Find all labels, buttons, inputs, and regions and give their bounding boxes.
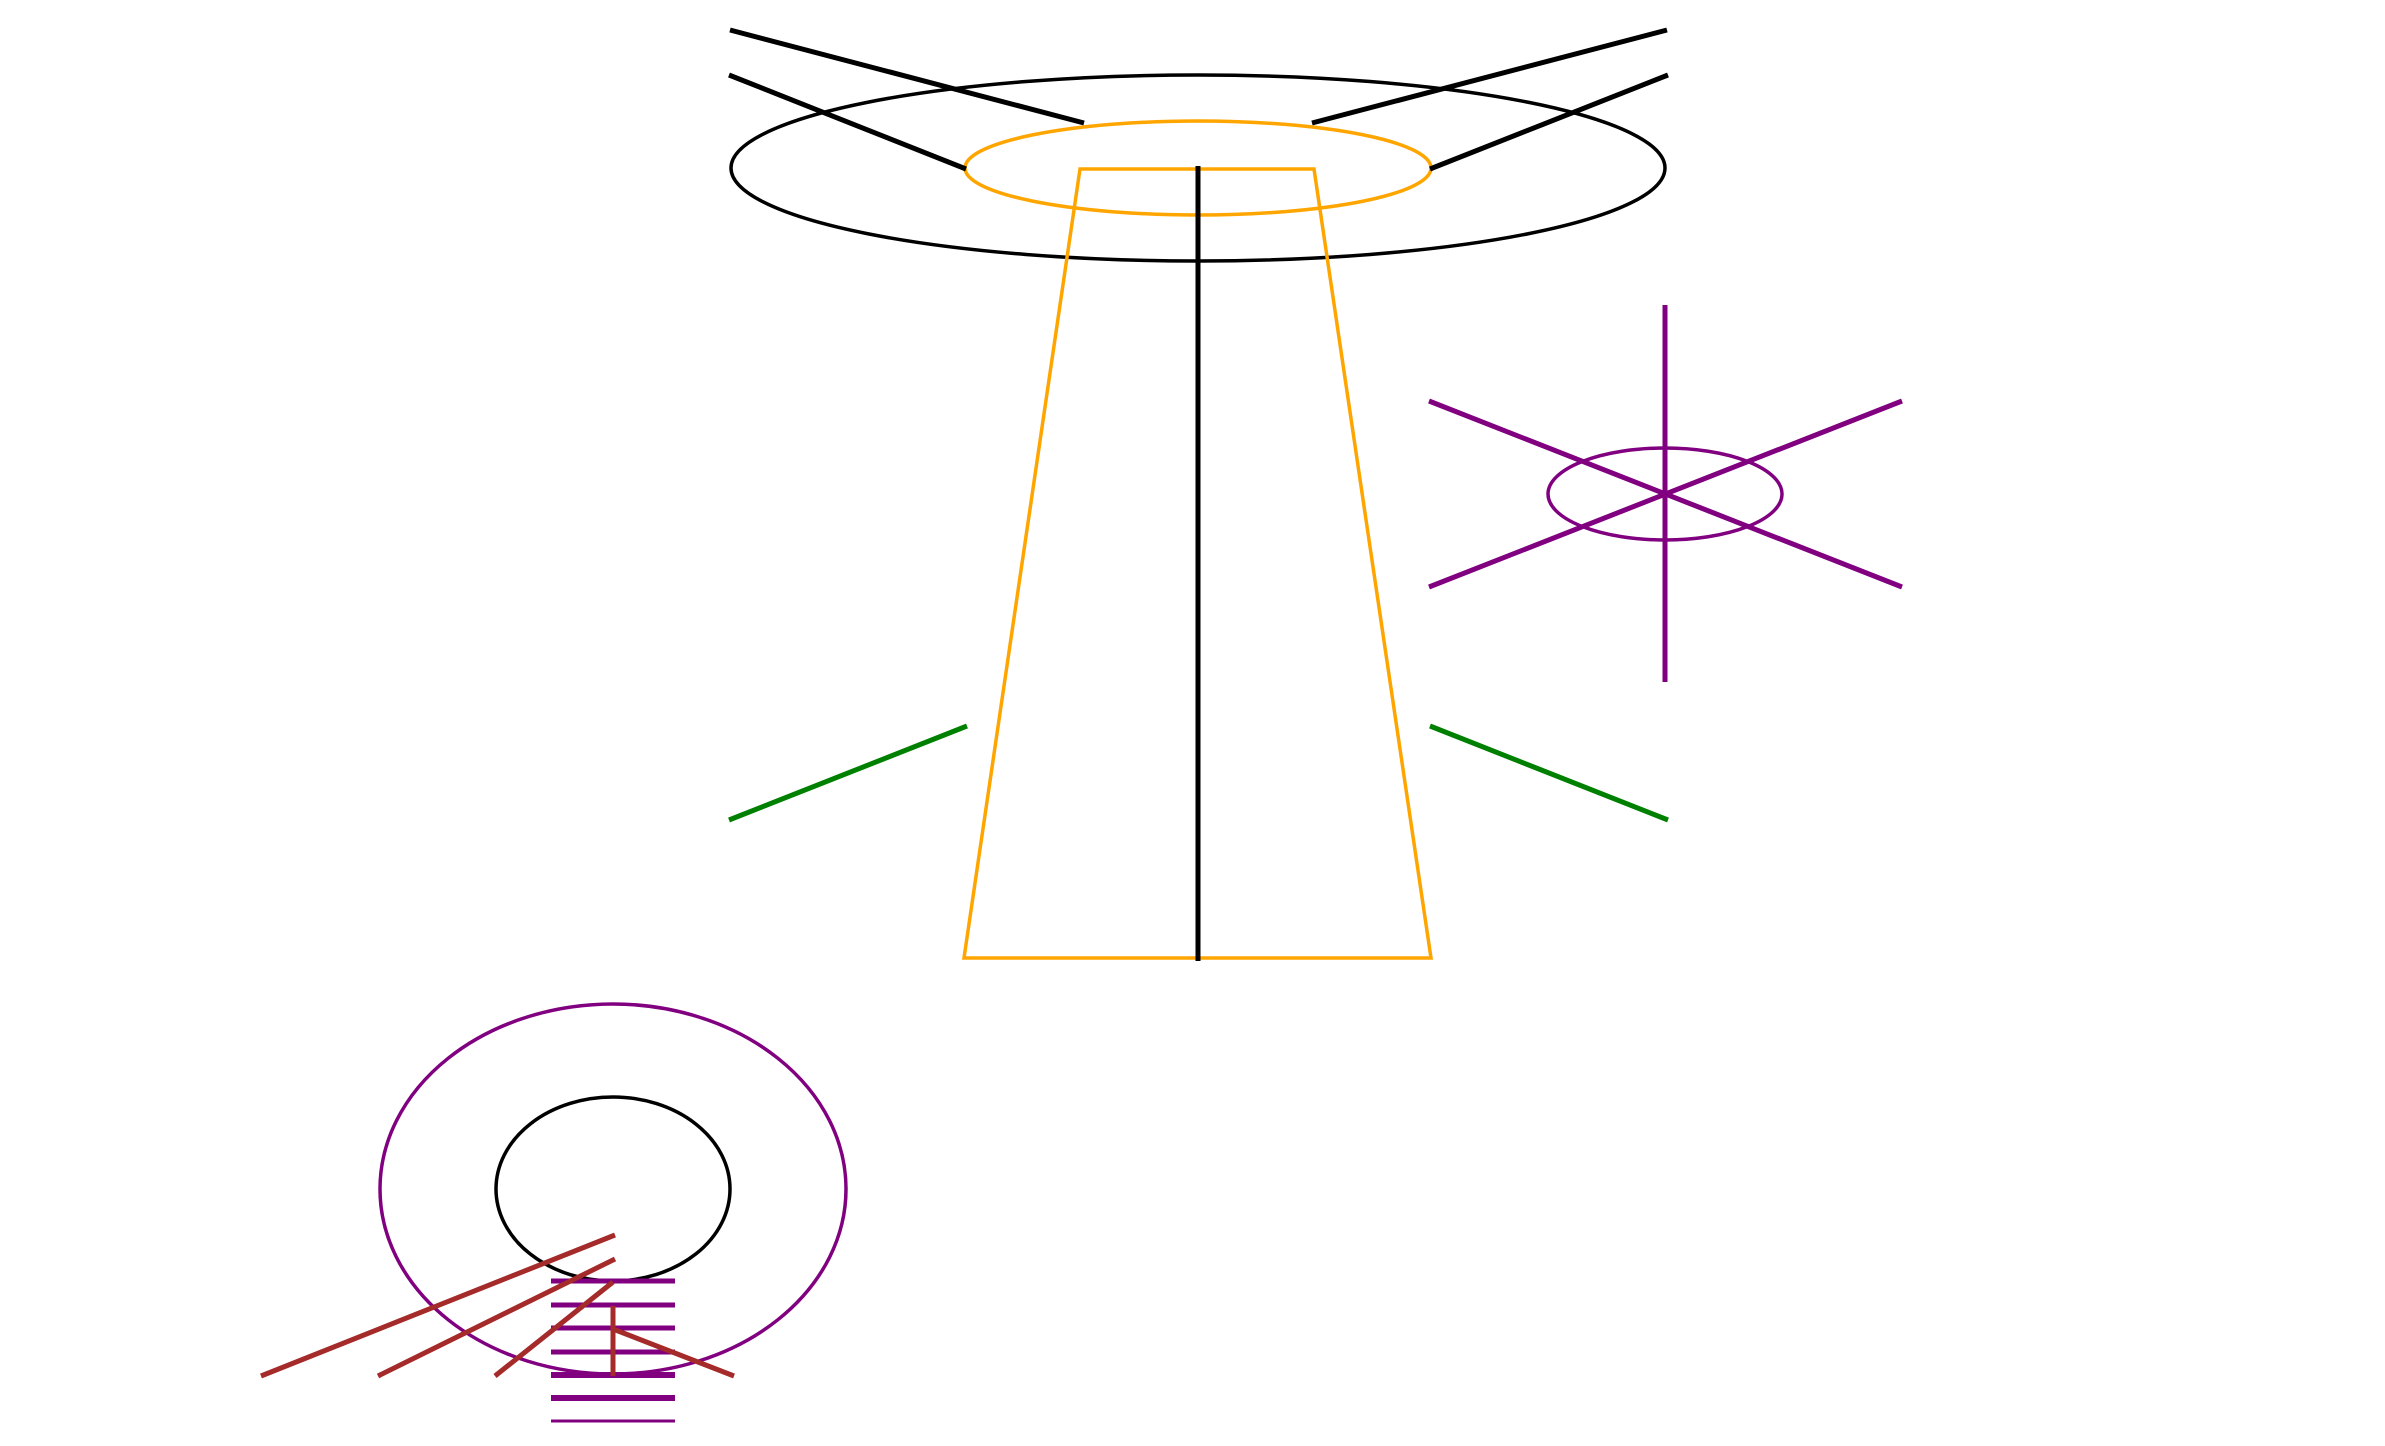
brown-line-1	[260, 1232, 616, 1379]
brown-line-2	[376, 1256, 617, 1379]
top-structure	[728, 27, 1669, 961]
black-line-upper-right-long	[1311, 27, 1668, 126]
black-line-upper-right-short	[1429, 72, 1669, 172]
orange-trapezoid	[961, 167, 1434, 960]
purple-asterisk	[1428, 305, 1903, 682]
bottom-left-cluster	[260, 1002, 848, 1423]
green-line-left	[728, 723, 968, 823]
black-line-upper-left-short	[728, 72, 967, 172]
purple-diagonal-line-2	[1428, 398, 1903, 590]
brown-line-3	[493, 1280, 615, 1378]
brown-line-4	[612, 1326, 735, 1379]
green-line-right	[1429, 723, 1669, 823]
black-line-upper-left-long	[729, 27, 1085, 126]
